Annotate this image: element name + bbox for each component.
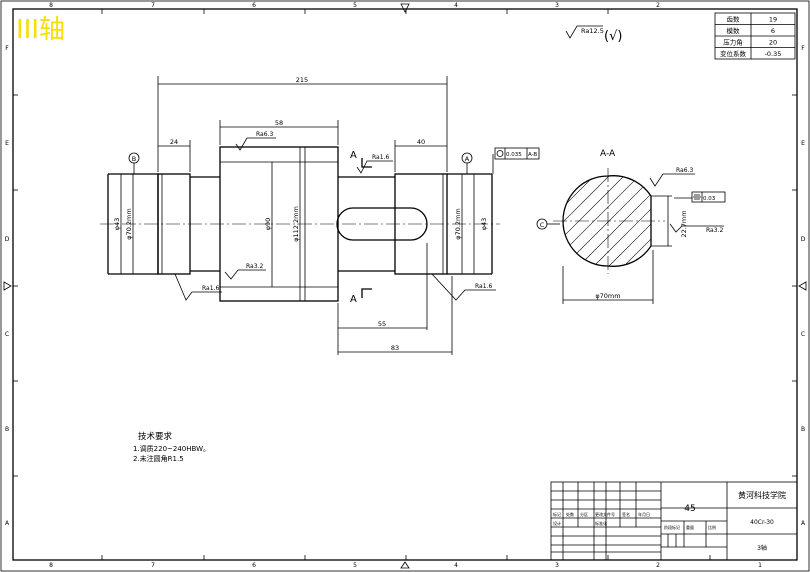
dim-dia-left-outer: φ43 — [113, 218, 121, 231]
dim-dia-gear-tip: φ112.2mm — [292, 206, 300, 242]
tb-header: 签名 — [622, 511, 630, 517]
dim-keyway-length: 55 — [378, 320, 386, 328]
zone-bottom-label: 8 — [49, 562, 53, 569]
ra-section-right: Ra3.2 — [706, 227, 723, 234]
svg-text:(√): (√) — [604, 29, 622, 44]
dimension-lines — [120, 76, 475, 355]
param-value: 6 — [771, 27, 775, 35]
dim-dia-gear-body: φ90 — [264, 218, 272, 231]
ra-section-top: Ra6.3 — [676, 167, 693, 174]
tb-header: 年月日 — [638, 511, 650, 517]
ra-gear-top: Ra6.3 — [256, 131, 273, 138]
tb-header: 处数 — [566, 511, 574, 517]
zone-right-label: C — [801, 331, 805, 338]
zone-right-label: D — [801, 236, 806, 243]
zone-bottom-label: 2 — [656, 562, 660, 569]
zone-bottom-label: 5 — [353, 562, 357, 569]
zone-right-label: A — [801, 520, 806, 527]
tb-row2: 重量 — [686, 524, 694, 530]
section-dia: φ70mm — [595, 292, 620, 300]
zone-left-label: B — [5, 426, 9, 433]
tech-req-item: 1.调质220~240HBW。 — [133, 444, 210, 453]
zone-top-label: 5 — [353, 2, 357, 9]
zone-left-label: C — [5, 331, 9, 338]
tech-req-item: 2.未注圆角R1.5 — [133, 454, 184, 463]
centering-marks — [3, 3, 807, 569]
svg-text:Ra12.5: Ra12.5 — [581, 27, 604, 35]
zone-bottom-label: 4 — [454, 562, 458, 569]
zone-right-label: F — [801, 45, 805, 52]
tech-req-title: 技术要求 — [138, 431, 173, 442]
param-value: 19 — [769, 16, 777, 24]
tb-header: 更改文件号 — [595, 511, 615, 517]
zone-left-label: D — [5, 236, 10, 243]
tb-row2: 标准化 — [595, 520, 607, 526]
tb-header: 分区 — [580, 511, 588, 517]
dim-left-journal: 24 — [170, 138, 178, 146]
datum-markers — [128, 152, 560, 230]
param-name: 模数 — [727, 26, 741, 35]
tb-row2: 比例 — [708, 524, 716, 530]
zone-bottom-label: 7 — [151, 562, 155, 569]
gear-param-table: 齿数 19 模数 6 压力角 20 变位系数 -0.35 — [714, 12, 796, 60]
tb-school: 黄河科技学院 — [738, 490, 786, 500]
zone-bottom-label: 3 — [555, 562, 559, 569]
zone-top-label: 8 — [49, 2, 53, 9]
dim-gear-width: 58 — [275, 119, 283, 127]
section-marker-bottom: A — [350, 294, 357, 305]
tb-part-name: 3轴 — [757, 544, 767, 552]
dim-overall-length: 215 — [296, 76, 308, 84]
section-view-aa — [553, 168, 726, 304]
ra-gear-bottom: Ra3.2 — [246, 263, 263, 270]
zone-left-label: F — [5, 45, 9, 52]
param-value: -0.35 — [765, 50, 782, 58]
zone-top-label: 4 — [454, 2, 458, 9]
tolerance-frame: 0.035 A-B — [492, 147, 540, 174]
param-value: 20 — [769, 39, 777, 47]
section-symmetry: 0.03 — [703, 196, 716, 202]
tb-drawing-no: 40Cr-30 — [750, 519, 774, 526]
general-roughness: Ra12.5 (√) — [565, 25, 622, 44]
section-cut-markers — [361, 158, 372, 298]
zone-top-label: 3 — [555, 2, 559, 9]
zone-top-label: 7 — [151, 2, 155, 9]
inner-frame — [12, 8, 798, 561]
section-width: 22.7mm — [680, 210, 688, 237]
dim-keyway-pos: 83 — [391, 344, 399, 352]
tb-row2: 阶段标记 — [664, 524, 680, 530]
param-name: 变位系数 — [720, 49, 747, 58]
svg-text:A-B: A-B — [528, 152, 537, 158]
dim-right-journal: 40 — [417, 138, 425, 146]
zone-left-label: A — [5, 520, 10, 527]
zone-ticks — [13, 9, 797, 560]
tb-material: 45 — [684, 504, 695, 514]
zone-bottom-label: 6 — [252, 562, 256, 569]
svg-text:0.035: 0.035 — [506, 152, 522, 158]
section-marker-top: A — [350, 150, 357, 161]
zone-top-label: 6 — [252, 2, 256, 9]
title-block — [550, 481, 798, 561]
param-name: 压力角 — [723, 38, 743, 47]
param-name: 齿数 — [727, 15, 741, 24]
datum-section: C — [540, 221, 545, 229]
datum-left: B — [132, 155, 136, 163]
section-title: A-A — [600, 149, 616, 159]
zone-left-label: E — [5, 140, 9, 147]
dim-dia-left-bearing: φ70.2mm — [125, 208, 133, 239]
datum-right: A — [465, 155, 470, 163]
zone-right-label: B — [801, 426, 805, 433]
zone-bottom-label: 1 — [758, 562, 762, 569]
ra-key-top: Ra1.6 — [372, 154, 389, 161]
part-title: III轴 — [16, 15, 65, 45]
dim-dia-right-bearing: φ70.2mm — [454, 208, 462, 239]
ra-left-bottom: Ra1.6 — [202, 285, 219, 292]
ra-right-bottom: Ra1.6 — [475, 283, 492, 290]
zone-top-label: 2 — [656, 2, 660, 9]
tb-row2: 设计 — [553, 520, 561, 526]
tb-header: 标记 — [553, 511, 561, 517]
dim-dia-right-outer: φ43 — [480, 218, 488, 231]
zone-right-label: E — [801, 140, 805, 147]
